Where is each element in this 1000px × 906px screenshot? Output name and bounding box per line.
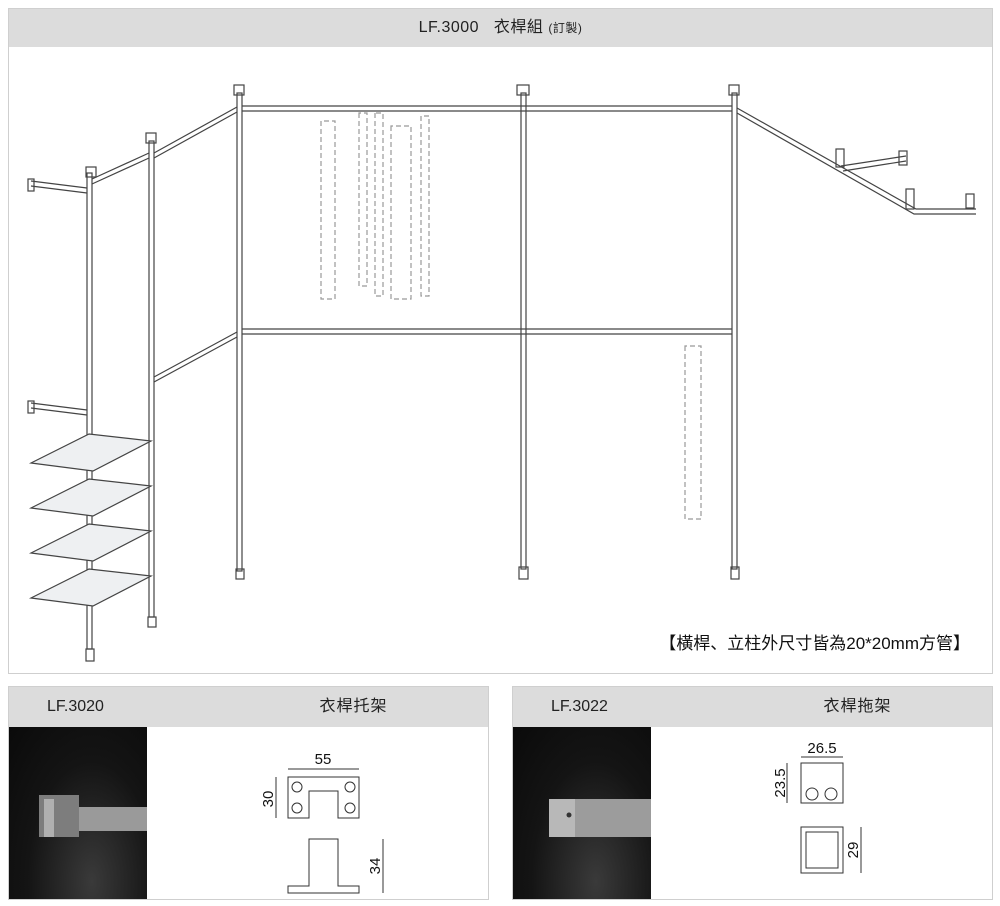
part-name: 衣桿拖架 (823, 698, 892, 715)
bracket-photo-illustration (39, 795, 147, 837)
rails (27, 105, 976, 416)
part-header: LF.3022 衣桿拖架 (513, 687, 992, 727)
part-code: LF.3020 (47, 698, 104, 715)
part-name: 衣桿托架 (319, 698, 388, 715)
part-panel-lf3020: LF.3020 衣桿托架 55 30 34 (8, 686, 489, 900)
dim-width: 55 (315, 751, 332, 768)
part-code: LF.3022 (551, 698, 608, 715)
product-title-note: (訂製) (548, 21, 583, 35)
dimension-drawing: 26.5 23.5 29 (772, 740, 862, 874)
product-title: 衣桿組 (493, 19, 544, 36)
posts (85, 84, 740, 662)
part-panel-lf3022: LF.3022 衣桿拖架 26.5 23.5 29 (512, 686, 993, 900)
dimension-drawing: 55 30 34 (260, 751, 384, 894)
main-header: LF.3000 衣桿組 (訂製) (9, 9, 992, 47)
dim-depth: 29 (845, 842, 862, 859)
holder-photo-illustration (549, 799, 651, 837)
product-photo (513, 727, 651, 899)
dim-depth: 34 (367, 858, 384, 875)
dim-height: 23.5 (772, 768, 789, 797)
size-note: 【橫桿、立柱外尺寸皆為20*20mm方管】 (659, 634, 970, 653)
hanging-clothes (320, 112, 702, 520)
rack-drawing (27, 84, 976, 662)
main-product-panel: LF.3000 衣桿組 (訂製) (8, 8, 993, 674)
dim-height: 30 (260, 791, 277, 808)
dim-width: 26.5 (807, 740, 836, 757)
part-header: LF.3020 衣桿托架 (9, 687, 488, 727)
product-code: LF.3000 (418, 19, 480, 36)
product-photo (9, 727, 147, 899)
glass-shelves (28, 433, 154, 607)
